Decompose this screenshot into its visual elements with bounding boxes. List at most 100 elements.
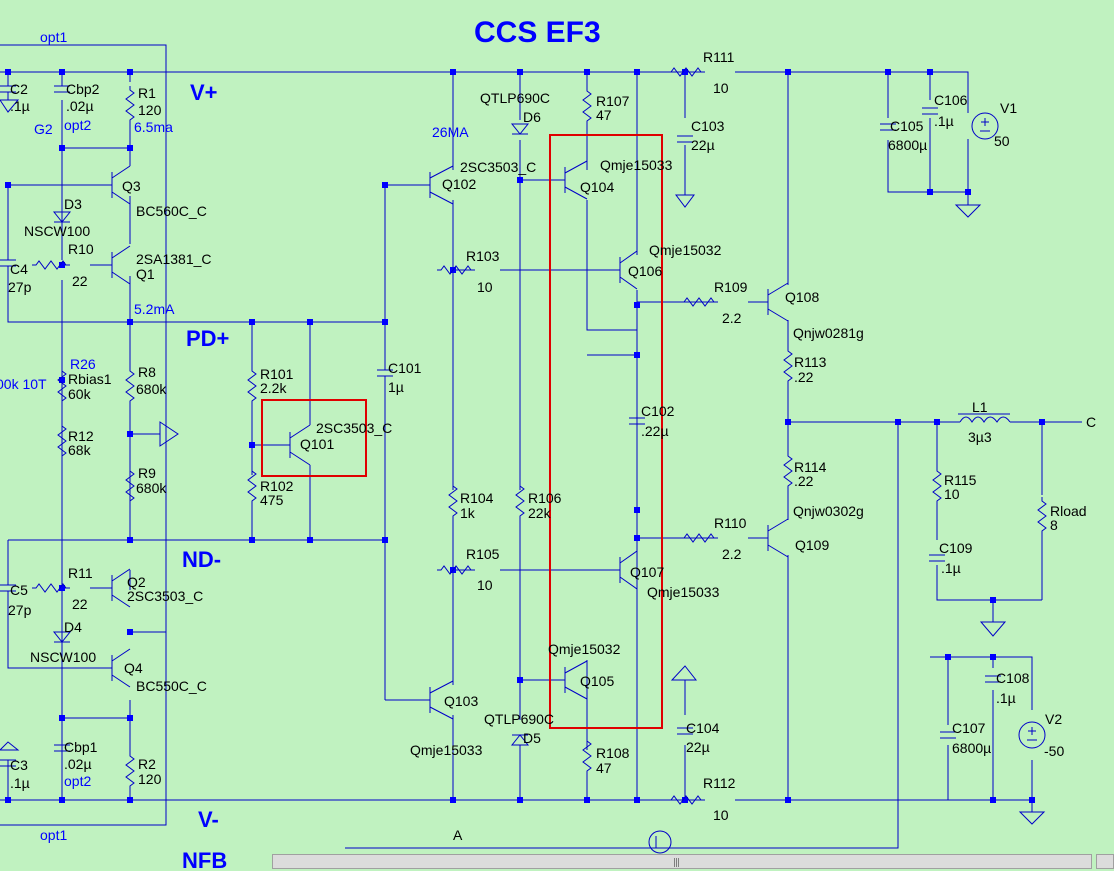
r105-name: R105 (466, 546, 500, 562)
r111-name: R111 (703, 49, 735, 65)
q2-symbol (111, 568, 131, 608)
r2-name: R2 (138, 756, 156, 772)
net-v-plus[interactable]: V+ (190, 80, 218, 105)
c4-value: 27p (8, 279, 32, 295)
r8-value: 680k (136, 381, 167, 397)
ground-bias (159, 421, 179, 447)
rload-value: 8 (1050, 517, 1058, 533)
annotation-opt2-bottom: opt2 (64, 773, 91, 789)
c102-value: .22µ (641, 423, 669, 439)
q2-model: 2SC3503_C (127, 588, 203, 604)
scrollbar-grip-icon[interactable]: ||| (673, 858, 680, 868)
transistor-symbols (111, 160, 789, 720)
r2-symbol (125, 751, 135, 791)
diode-symbols (52, 123, 530, 746)
c104-value: 22µ (686, 739, 710, 755)
q108-name: Q108 (785, 289, 819, 305)
d3-symbol (52, 211, 72, 223)
r111-value: 10 (713, 80, 729, 96)
net-opt1-bottom: opt1 (40, 827, 67, 843)
d5-model: QTLP690C (484, 711, 554, 727)
net-v-minus[interactable]: V- (198, 807, 219, 832)
r107-symbol (582, 86, 592, 126)
q4-name: Q4 (124, 660, 143, 676)
c104-symbol (677, 727, 693, 735)
r102-value: 475 (260, 492, 284, 508)
r1-name: R1 (138, 85, 156, 101)
c104-name: C104 (686, 720, 720, 736)
annotation-current-26: 26MA (432, 124, 469, 140)
q107-name: Q107 (630, 564, 664, 580)
d4-name: D4 (64, 619, 82, 635)
c103-symbol (677, 135, 693, 143)
rload-symbol (1037, 496, 1047, 536)
d5-name: D5 (523, 730, 541, 746)
d6-model: QTLP690C (480, 90, 550, 106)
c103-name: C103 (691, 118, 725, 134)
r108-name: R108 (596, 745, 630, 761)
schematic-title: CCS EF3 (474, 16, 601, 49)
q105-symbol (564, 660, 588, 700)
c108-symbol (985, 675, 1001, 683)
r110-name: R110 (714, 515, 747, 531)
q1-symbol (111, 245, 131, 285)
r26-name: R26 (70, 356, 96, 372)
net-nd-minus[interactable]: ND- (182, 547, 221, 572)
v2-name: V2 (1045, 711, 1062, 727)
c109-name: C109 (939, 540, 973, 556)
c101-symbol (377, 369, 393, 395)
l1-symbol (959, 416, 1011, 423)
c106-symbol (922, 107, 938, 115)
d3-model: NSCW100 (24, 223, 90, 239)
highlight-box-driver (549, 134, 663, 729)
q103-symbol (429, 680, 454, 720)
c2-symbol (0, 85, 16, 100)
r101-name: R101 (260, 366, 294, 382)
cbp1-value: .02µ (64, 756, 92, 772)
r113-value: .22 (794, 369, 814, 385)
r9-name: R9 (138, 465, 156, 481)
c105-symbol (880, 123, 896, 131)
c2-name: C2 (10, 81, 28, 97)
q3-symbol (111, 165, 131, 205)
q1-name: Q1 (136, 266, 155, 282)
c103-value: 22µ (691, 137, 715, 153)
cbp2-name: Cbp2 (66, 81, 100, 97)
q4-symbol (111, 648, 131, 688)
c2-value: .1µ (10, 98, 30, 114)
r115-symbol (932, 466, 942, 506)
r1-symbol (125, 85, 135, 125)
c108-value: .1µ (996, 690, 1016, 706)
annotation-current-52: 5.2mA (134, 301, 175, 317)
horizontal-scrollbar[interactable]: ||| (272, 854, 1092, 869)
q1-model: 2SA1381_C (136, 251, 212, 267)
v2-value: -50 (1044, 743, 1064, 759)
highlight-box-q101 (261, 399, 367, 477)
q107-symbol (619, 550, 638, 590)
c3-symbol (0, 759, 16, 767)
q3-name: Q3 (122, 178, 141, 194)
cbp2-value: .02µ (66, 98, 94, 114)
q101-symbol (275, 424, 311, 466)
q108-model: Qnjw0281g (793, 325, 864, 341)
annotation-opt2-top: opt2 (64, 117, 91, 133)
c3-name: C3 (10, 757, 28, 773)
c109-value: .1µ (941, 560, 961, 576)
net-pd-plus[interactable]: PD+ (186, 326, 229, 351)
q104-model: Qmje15033 (600, 157, 673, 173)
r114-symbol (783, 451, 793, 491)
v2-symbol (1018, 721, 1046, 749)
c4-name: C4 (10, 261, 28, 277)
c109-symbol (929, 554, 945, 562)
r11-name: R11 (68, 565, 93, 581)
v1-value: 50 (994, 133, 1010, 149)
r9-value: 680k (136, 480, 167, 496)
r112-value: 10 (713, 807, 729, 823)
c102-name: C102 (641, 403, 675, 419)
r106-value: 22k (528, 505, 552, 521)
d6-name: D6 (523, 109, 541, 125)
r101-value: 2.2k (260, 380, 287, 396)
q109-model: Qnjw0302g (793, 503, 864, 519)
r103-name: R103 (466, 248, 500, 264)
